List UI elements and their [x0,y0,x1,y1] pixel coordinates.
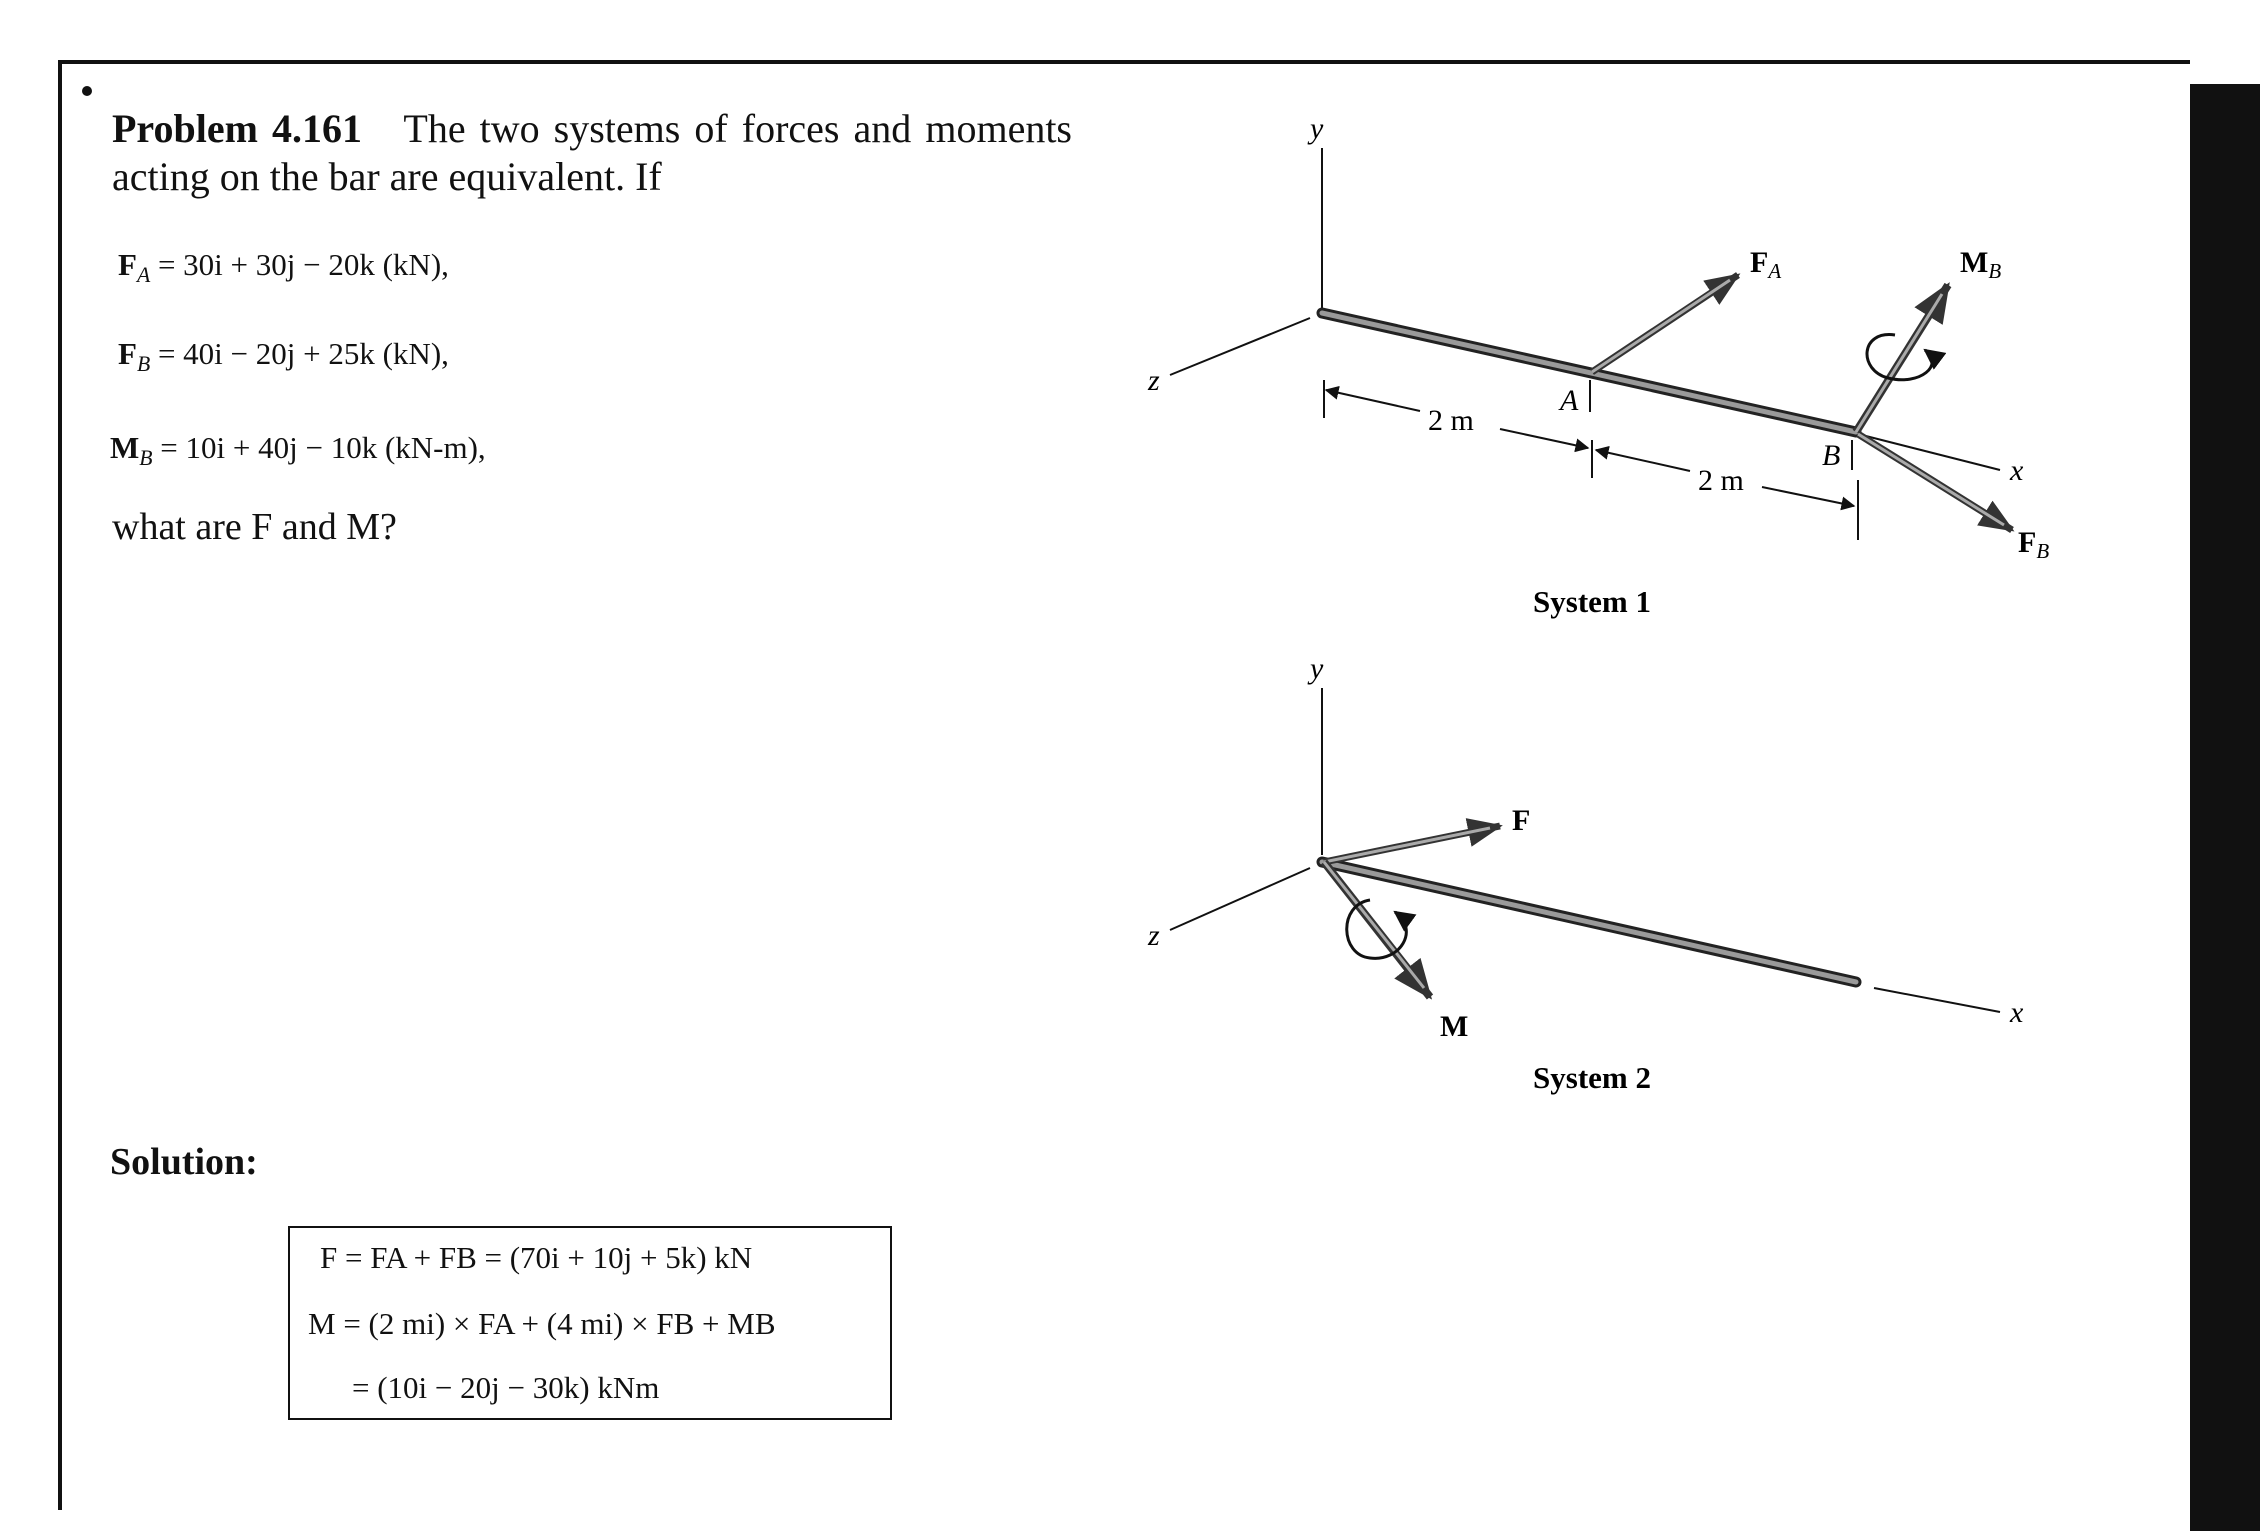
given-fb: FB = 40i − 20j + 25k (kN), [118,336,449,377]
system1-dim1-line [1324,385,1421,412]
page-frame-top [58,60,2190,64]
problem-text: The two systems of forces and moments ac… [112,106,1072,199]
answer-force: F = FA + FB = (70i + 10j + 5k) kN [320,1240,753,1275]
question-text: what are F and M? [112,506,397,548]
system1-x-label: x [2009,454,2024,487]
system2-m-label: M [1440,1010,1468,1043]
system1-y-label: y [1307,112,1324,145]
problem-statement: Problem 4.161 The two systems of forces … [112,105,1072,201]
given-fa-value: = 30i + 30j − 20k (kN), [157,247,449,282]
system1-dim2-line [1594,445,1691,472]
system2-f-label: F [1512,804,1530,837]
system2-y-label: y [1307,652,1324,685]
page-frame-right [2190,84,2260,1531]
system2-z-axis [1169,867,1311,931]
system2-x-label: x [2009,996,2024,1029]
given-fa: FA = 30i + 30j − 20k (kN), [118,247,449,288]
system2-m-curl-icon [1345,898,1417,960]
system1-dim2-label: 2 m [1698,464,1744,497]
system1-mb-curl-icon [1865,333,1947,382]
problem-number: Problem 4.161 [112,106,362,151]
answer-moment-result: = (10i − 20j − 30k) kNm [352,1370,660,1405]
bullet-dot [82,86,92,96]
system1-mb-label: MB [1960,246,2001,283]
system1-dim1-label: 2 m [1428,404,1474,437]
page-frame-left [58,60,62,1510]
system1-z-label: z [1147,364,1160,397]
answer-box: F = FA + FB = (70i + 10j + 5k) kN M = (2… [288,1226,892,1420]
solution-heading: Solution: [110,1141,258,1183]
system1-x-axis [1857,433,2001,471]
system1-fb-label: FB [2018,526,2049,563]
system2-diagram: y z x F M System 2 [1147,652,2024,1095]
given-mb-value: = 10i + 40j − 10k (kN-m), [160,430,486,465]
system1-diagram: y z x FA MB FB A B 2 m 2 m [1147,112,2049,619]
system1-point-a: A [1558,384,1579,417]
system2-caption: System 2 [1533,1060,1651,1095]
system1-z-axis [1169,317,1311,376]
system1-caption: System 1 [1533,584,1651,619]
system1-point-b: B [1822,439,1840,472]
system1-fa-label: FA [1750,246,1781,283]
system2-z-label: z [1147,919,1160,952]
system2-x-axis [1873,987,2001,1013]
given-fb-value: = 40i − 20j + 25k (kN), [157,336,449,371]
answer-moment-expr: M = (2 mi) × FA + (4 mi) × FB + MB [308,1306,776,1341]
given-mb: MB = 10i + 40j − 10k (kN-m), [110,430,486,471]
